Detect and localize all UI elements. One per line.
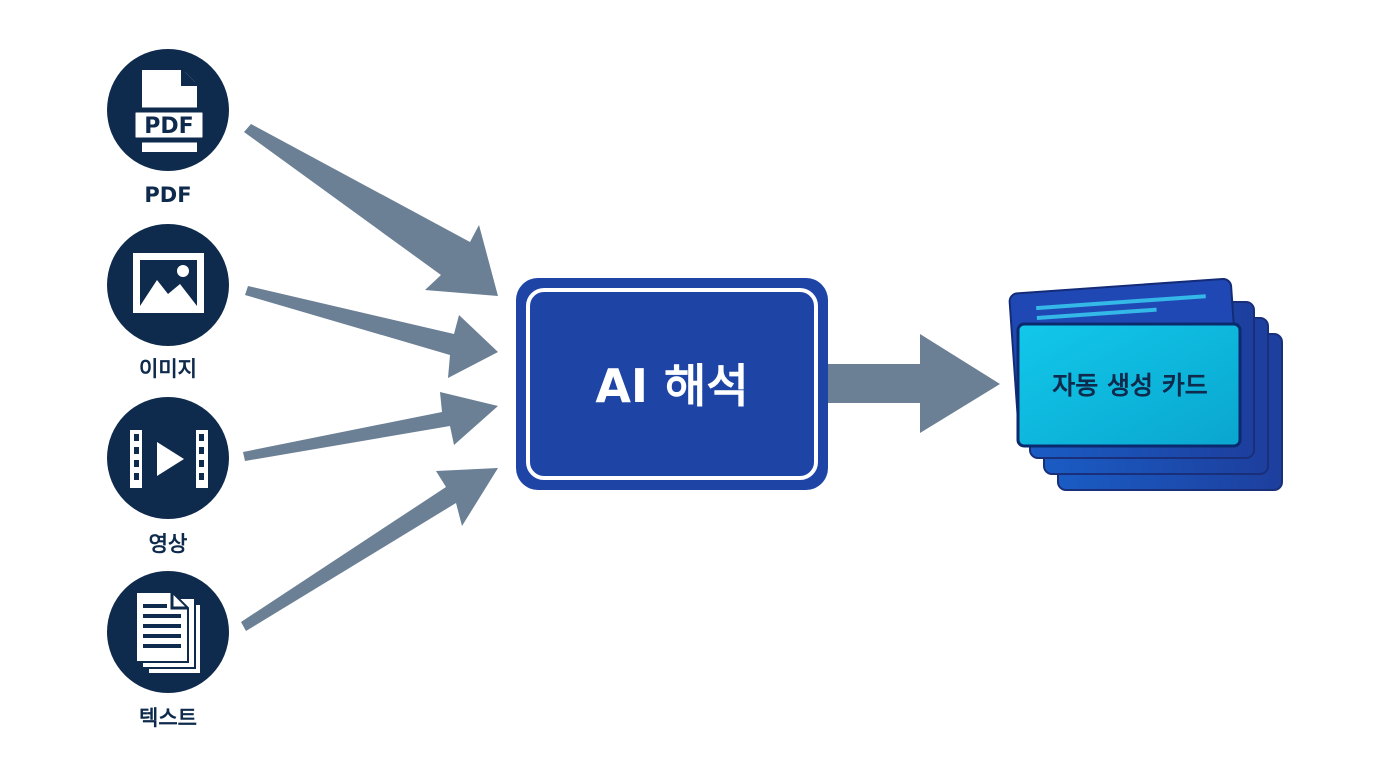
arrow-ai-to-cards <box>828 334 1000 433</box>
auto-generated-card-stack: 자동 생성 카드 <box>1008 277 1283 491</box>
arrow-text-to-ai <box>241 468 498 631</box>
arrow-video-to-ai <box>243 392 498 461</box>
arrow-image-to-ai <box>245 286 498 378</box>
video-icon <box>130 430 208 488</box>
input-label-pdf: PDF <box>144 183 191 207</box>
ai-processor-box: AI 해석 <box>516 278 828 490</box>
pdf-icon-text: PDF <box>144 114 193 139</box>
image-icon <box>133 253 204 313</box>
card-front-label: 자동 생성 카드 <box>1052 371 1207 400</box>
input-label-video: 영상 <box>149 532 188 556</box>
input-arrows <box>241 124 498 631</box>
input-label-image: 이미지 <box>139 357 197 381</box>
input-label-text: 텍스트 <box>139 706 197 730</box>
input-pdf: PDF PDF <box>107 49 229 207</box>
card-front <box>1016 322 1242 448</box>
input-text: 텍스트 <box>107 571 229 730</box>
input-image: 이미지 <box>107 224 229 381</box>
input-video: 영상 <box>107 397 229 556</box>
ai-processor-label: AI 해석 <box>595 359 748 413</box>
text-document-icon <box>135 591 202 675</box>
arrow-pdf-to-ai <box>244 124 498 296</box>
pdf-file-icon: PDF <box>130 70 208 152</box>
